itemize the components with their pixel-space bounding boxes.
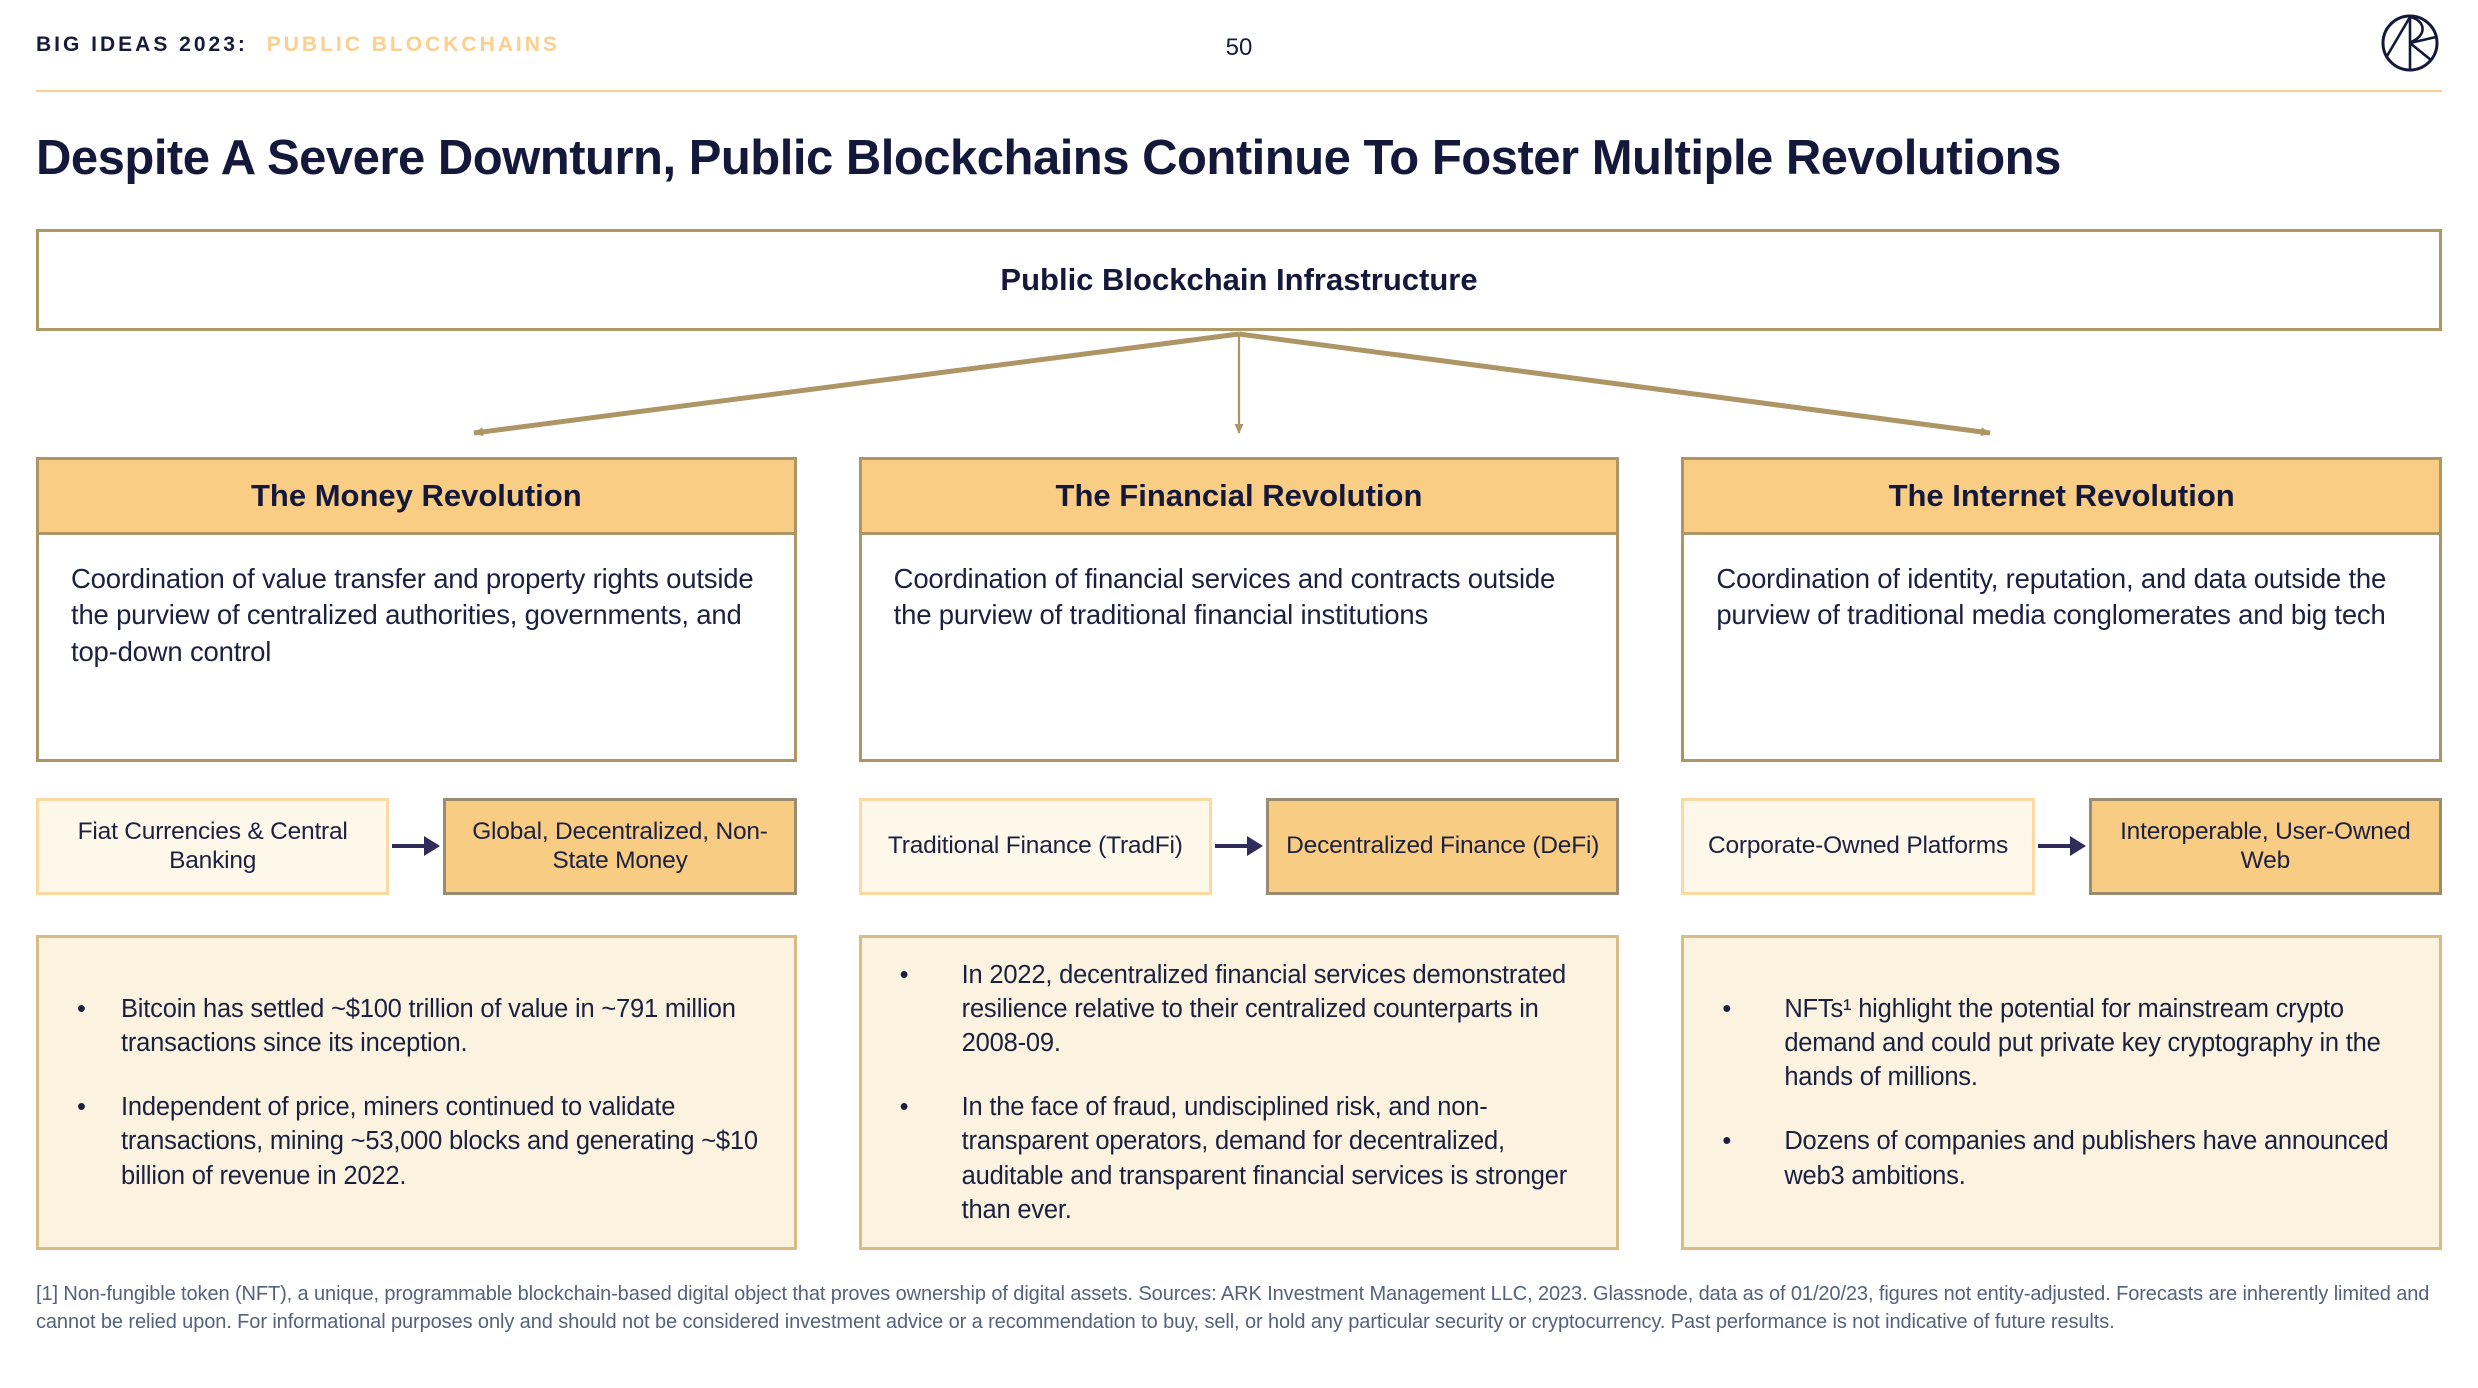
internet-revolution-description: Coordination of identity, reputation, an… [1716, 562, 2387, 631]
bullet-text: In the face of fraud, undisciplined risk… [961, 1093, 1568, 1224]
fan-arrows [473, 331, 1991, 437]
bullet-item: • In the face of fraud, undisciplined ri… [892, 1090, 1587, 1227]
flow-arrow-icon [1212, 798, 1266, 895]
top-bar: BIG IDEAS 2023: PUBLIC BLOCKCHAINS 50 [0, 0, 2478, 90]
internet-revolution-card: The Internet Revolution Coordination of … [1681, 456, 2442, 762]
column-financial-revolution: The Financial Revolution Coordination of… [858, 456, 1620, 1250]
money-transition-from: Fiat Currencies & Central Banking [36, 797, 390, 895]
bullet-dot: • [1722, 1127, 1732, 1156]
bullet-dot: • [77, 1093, 86, 1122]
internet-transition-from: Corporate-Owned Platforms [1681, 797, 2035, 895]
financial-bullets-box: • In 2022, decentralized financial servi… [858, 934, 1620, 1250]
bullet-dot: • [1722, 995, 1732, 1024]
flow-arrow-icon [2035, 798, 2089, 895]
financial-transition-from: Traditional Finance (TradFi) [858, 797, 1212, 895]
bullet-text: Independent of price, miners continued t… [121, 1093, 758, 1190]
bullet-text: In 2022, decentralized financial service… [961, 960, 1567, 1058]
bullet-item: • NFTs¹ highlight the potential for main… [1714, 992, 2409, 1094]
money-revolution-card: The Money Revolution Coordination of val… [36, 456, 797, 762]
money-revolution-heading: The Money Revolution [39, 459, 794, 535]
financial-revolution-card: The Financial Revolution Coordination of… [858, 456, 1620, 762]
financial-transition-to: Decentralized Finance (DeFi) [1266, 797, 1620, 895]
eyebrow-series-label: BIG IDEAS 2023: [36, 33, 248, 56]
ark-logo-icon [2378, 11, 2442, 80]
money-revolution-description: Coordination of value transfer and prope… [71, 562, 754, 667]
infrastructure-box: Public Blockchain Infrastructure [36, 228, 2442, 331]
bullet-dot: • [899, 960, 909, 989]
header-divider [36, 90, 2442, 92]
column-money-revolution: The Money Revolution Coordination of val… [36, 456, 797, 1250]
financial-revolution-heading: The Financial Revolution [861, 459, 1617, 535]
money-transition-to: Global, Decentralized, Non-State Money [443, 797, 797, 895]
slide-eyebrow: BIG IDEAS 2023: PUBLIC BLOCKCHAINS [36, 33, 560, 57]
internet-transition-row: Corporate-Owned Platforms Interoperable,… [1681, 797, 2443, 895]
footnote-disclaimer: [1] Non-fungible token (NFT), a unique, … [36, 1282, 2430, 1333]
bullet-dot: • [899, 1093, 909, 1122]
money-transition-row: Fiat Currencies & Central Banking Global… [36, 797, 797, 895]
money-bullets-box: • Bitcoin has settled ~$100 trillion of … [36, 934, 797, 1250]
eyebrow-topic-label: PUBLIC BLOCKCHAINS [266, 33, 560, 56]
slide-title: Despite A Severe Downturn, Public Blockc… [36, 131, 2061, 185]
flow-arrow-icon [389, 798, 443, 895]
bullet-dot: • [77, 995, 86, 1024]
revolution-columns: The Money Revolution Coordination of val… [36, 456, 2443, 1250]
internet-transition-to: Interoperable, User-Owned Web [2088, 797, 2443, 895]
bullet-text: Dozens of companies and publishers have … [1784, 1127, 2389, 1190]
financial-transition-row: Traditional Finance (TradFi) Decentraliz… [858, 797, 1620, 895]
bullet-item: • In 2022, decentralized financial servi… [892, 958, 1587, 1060]
page-number: 50 [1225, 34, 1253, 61]
bullet-item: • Dozens of companies and publishers hav… [1714, 1124, 2409, 1192]
internet-revolution-heading: The Internet Revolution [1684, 459, 2439, 535]
bullet-text: NFTs¹ highlight the potential for mainst… [1784, 995, 2381, 1092]
bullet-item: • Independent of price, miners continued… [69, 1090, 764, 1192]
bullet-text: Bitcoin has settled ~$100 trillion of va… [121, 995, 736, 1058]
internet-bullets-box: • NFTs¹ highlight the potential for main… [1681, 934, 2442, 1250]
financial-revolution-description: Coordination of financial services and c… [893, 562, 1556, 631]
bullet-item: • Bitcoin has settled ~$100 trillion of … [69, 992, 764, 1060]
infrastructure-label: Public Blockchain Infrastructure [1000, 261, 1478, 297]
column-internet-revolution: The Internet Revolution Coordination of … [1681, 456, 2443, 1250]
